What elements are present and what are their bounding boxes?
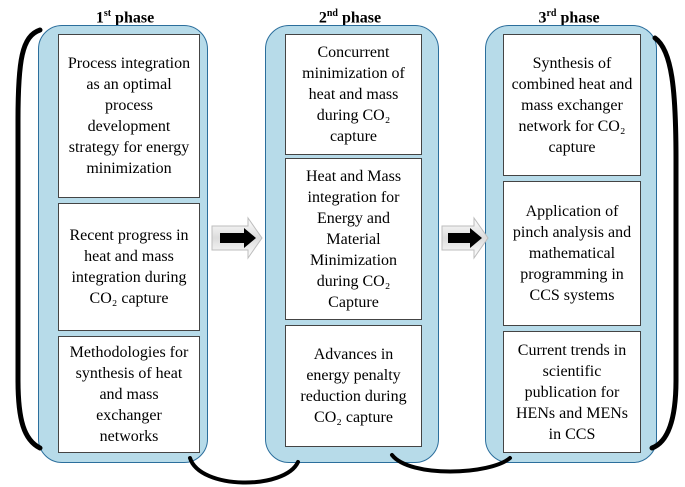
phase-3-card-1: Synthesis of combined heat and mass exch… (503, 34, 641, 176)
phase-1-card-1: Process integration as an optimal proces… (58, 34, 200, 198)
arrow-phase-1-to-2 (211, 216, 263, 260)
phase-2-card-2: Heat and Mass integration for Energy and… (285, 158, 422, 320)
phase-1-title: 1st phase (95, 8, 155, 27)
left-loop-connector (15, 27, 43, 451)
phase-2-card-1: Concurrent minimization of heat and mass… (285, 34, 422, 155)
phase-1-card-3: Methodologies for synthesis of heat and … (58, 336, 200, 453)
phase-3-title: 3rd phase (538, 8, 600, 27)
phase-3-card-3: Current trends in scientific publication… (503, 331, 641, 453)
phase-2-title: 2nd phase (318, 8, 382, 27)
phase-1-card-2: Recent progress in heat and mass integra… (58, 203, 200, 331)
phase-2-card-3: Advances in energy penalty reduction dur… (285, 325, 422, 447)
phase-3-card-2: Application of pinch analysis and mathem… (503, 181, 641, 326)
arrow-phase-2-to-3 (441, 216, 489, 260)
